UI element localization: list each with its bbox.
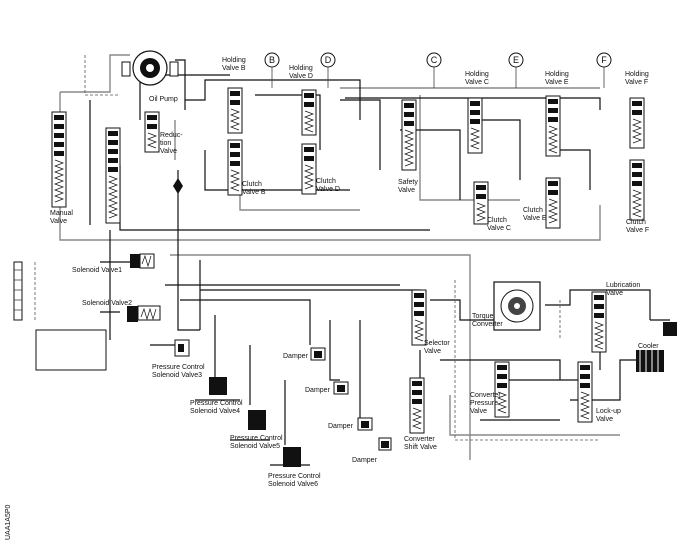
svg-text:E: E — [513, 55, 519, 65]
holding-valve-c-body — [467, 97, 483, 154]
svg-text:C: C — [431, 55, 438, 65]
safety-valve-body — [401, 99, 417, 171]
figure-code: UAA1A5P0 — [5, 504, 12, 540]
circuit-marker-d: D — [320, 52, 336, 68]
dashed-drain-lines — [34, 55, 600, 441]
manual-valve — [51, 111, 67, 208]
oil-pan-box — [35, 329, 107, 371]
pressure-control-solenoid-valve-5 — [248, 410, 266, 430]
svg-text:B: B — [269, 55, 275, 65]
pressure-control-solenoid-valve-3 — [174, 339, 190, 357]
circuit-marker-b: B — [264, 52, 280, 68]
svg-text:D: D — [325, 55, 332, 65]
selector-valve-body — [411, 289, 427, 346]
damper-2-label: Damper — [305, 387, 331, 394]
valves — [51, 87, 645, 434]
solenoid-valve1-label: Solenoid Valve1 — [72, 267, 122, 274]
reduction-valve-body — [144, 111, 160, 153]
pressure-control-solenoid-valve-6 — [283, 447, 301, 467]
lubrication-valve-body — [591, 291, 607, 353]
lockup-valve-body — [577, 361, 593, 423]
pressure-control-solenoid-valve-4 — [209, 377, 227, 395]
circuit-marker-e: E — [508, 52, 524, 68]
holding-valve-d-body — [301, 89, 317, 136]
damper-1-label: Damper — [283, 353, 309, 360]
holding-valve-f-body — [629, 97, 645, 149]
check-valve-diamond — [173, 178, 183, 194]
solenoid-valve-1 — [130, 253, 155, 269]
holding-valve-e-body — [545, 95, 561, 157]
converter-shift-valve-body — [409, 377, 425, 434]
oil-strainer — [13, 261, 23, 321]
svg-text:F: F — [601, 55, 607, 65]
circuit-marker-f: F — [596, 52, 612, 68]
clutch-valve-d-body — [301, 143, 317, 195]
cooler-label: Cooler — [638, 343, 659, 350]
clutch-valve-e-body — [545, 177, 561, 229]
solenoid-valve-2 — [127, 305, 161, 322]
clutch-valve-b-body — [227, 139, 243, 196]
damper-3 — [357, 417, 373, 431]
pressure-regulator-valve — [105, 127, 121, 224]
converter-pressure-valve-body — [494, 361, 510, 418]
hydraulic-lines — [89, 59, 651, 466]
damper-2 — [333, 381, 349, 395]
solenoid-valve2-label: Solenoid Valve2 — [82, 300, 132, 307]
torque-converter — [493, 281, 541, 331]
damper-4 — [378, 437, 392, 451]
holding-valve-b-body — [227, 87, 243, 134]
oil-pump-label: Oil Pump — [149, 96, 178, 103]
oil-pump — [121, 50, 179, 86]
damper-4-label: Damper — [352, 457, 378, 464]
cooler — [636, 319, 677, 372]
damper-3-label: Damper — [328, 423, 354, 430]
damper-1 — [310, 347, 326, 361]
circuit-marker-c: C — [426, 52, 442, 68]
clutch-valve-f-body — [629, 159, 645, 221]
clutch-valve-c-body — [473, 181, 489, 225]
